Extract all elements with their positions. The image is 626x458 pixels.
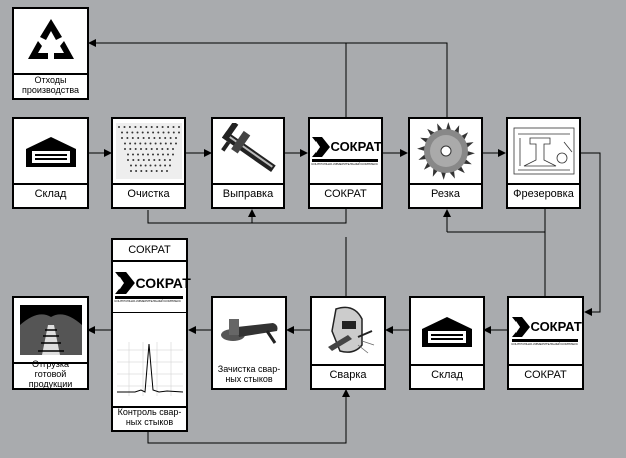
node-grinding-label: Зачистка свар-ных стыков [217,364,281,384]
rail-track-icon [19,305,82,355]
shot-blast-icon [115,123,182,179]
welder-mask-icon [328,306,375,354]
recycle-icon [27,19,74,59]
node-shipping-label: Отгрузка готовой продукции [28,359,73,389]
sokrat-logo-icon: СОКРАТ КОНТРОЛЬНО-ИЗМЕРИТЕЛЬНЫЙ КОМПЛЕКС [511,316,582,346]
warehouse-icon [25,137,76,167]
node-waste: Отходы производства [12,7,89,100]
sokrat-logo-tagline: КОНТРОЛЬНО-ИЗМЕРИТЕЛЬНЫЙ КОМПЛЕКС [114,298,181,303]
node-sokrat-1-label: СОКРАТ [324,188,367,200]
node-warehouse-2-label: Склад [431,369,463,381]
sokrat-logo-text: СОКРАТ [135,274,191,291]
node-waste-label: Отходы производства [21,74,80,95]
sokrat-logo-tagline: КОНТРОЛЬНО-ИЗМЕРИТЕЛЬНЫЙ КОМПЛЕКС [511,341,578,346]
node-milling-label: Фрезеровка [513,188,574,200]
node-sokrat-2: СОКРАТ КОНТРОЛЬНО-ИЗМЕРИТЕЛЬНЫЙ КОМПЛЕКС… [507,296,584,390]
angle-grinder-icon [221,319,278,344]
node-shipping: Отгрузка готовой продукции [12,296,89,390]
line-milling-to-cutting [447,208,546,233]
node-warehouse-2: Склад [409,296,485,390]
node-welding-label: Сварка [329,369,367,381]
node-weld-control-label: Контроль свар-ных стыков [117,407,182,427]
sokrat-logo-text: СОКРАТ [330,139,382,154]
sokrat-logo-icon: СОКРАТ КОНТРОЛЬНО-ИЗМЕРИТЕЛЬНЫЙ КОМПЛЕКС [311,136,382,166]
node-sokrat-1: СОКРАТ КОНТРОЛЬНО-ИЗМЕРИТЕЛЬНЫЙ КОМПЛЕКС… [308,117,383,209]
warehouse-icon [422,317,472,347]
arrow-control-to-welding [147,389,350,444]
node-warehouse-1-label: Склад [34,188,67,200]
node-straightening: Выправка [211,117,285,209]
node-cutting: Резка [408,117,483,209]
node-straightening-label: Выправка [222,188,274,200]
saw-blade-icon [416,122,475,180]
arrow-milling-to-sokrat2 [580,152,601,316]
line-to-waste-top [345,42,448,117]
node-milling: Фрезеровка [506,117,581,209]
rail-profile-drawing-icon [513,127,574,175]
node-cutting-label: Резка [431,188,460,200]
ultrasonic-signal-icon [116,342,183,396]
sokrat-logo-tagline: КОНТРОЛЬНО-ИЗМЕРИТЕЛЬНЫЙ КОМПЛЕКС [311,161,378,166]
node-cleaning: Очистка [111,117,186,209]
node-grinding: Зачистка свар-ных стыков [211,296,287,390]
node-weld-control-title: СОКРАТ [113,240,186,262]
caliper-icon [221,123,276,173]
sokrat-logo-icon: СОКРАТ КОНТРОЛЬНО-ИЗМЕРИТЕЛЬНЫЙ КОМПЛЕКС [114,271,191,303]
node-weld-control: СОКРАТ СОКРАТ КОНТРОЛЬНО-ИЗМЕРИТЕЛЬНЫЙ К… [111,238,191,432]
sokrat-logo-text: СОКРАТ [530,319,582,334]
node-cleaning-label: Очистка [127,188,170,200]
node-warehouse-1: Склад [12,117,89,209]
node-welding: Сварка [310,296,386,390]
line-sokrat-rework [147,208,347,224]
node-sokrat-2-label: СОКРАТ [524,369,567,381]
